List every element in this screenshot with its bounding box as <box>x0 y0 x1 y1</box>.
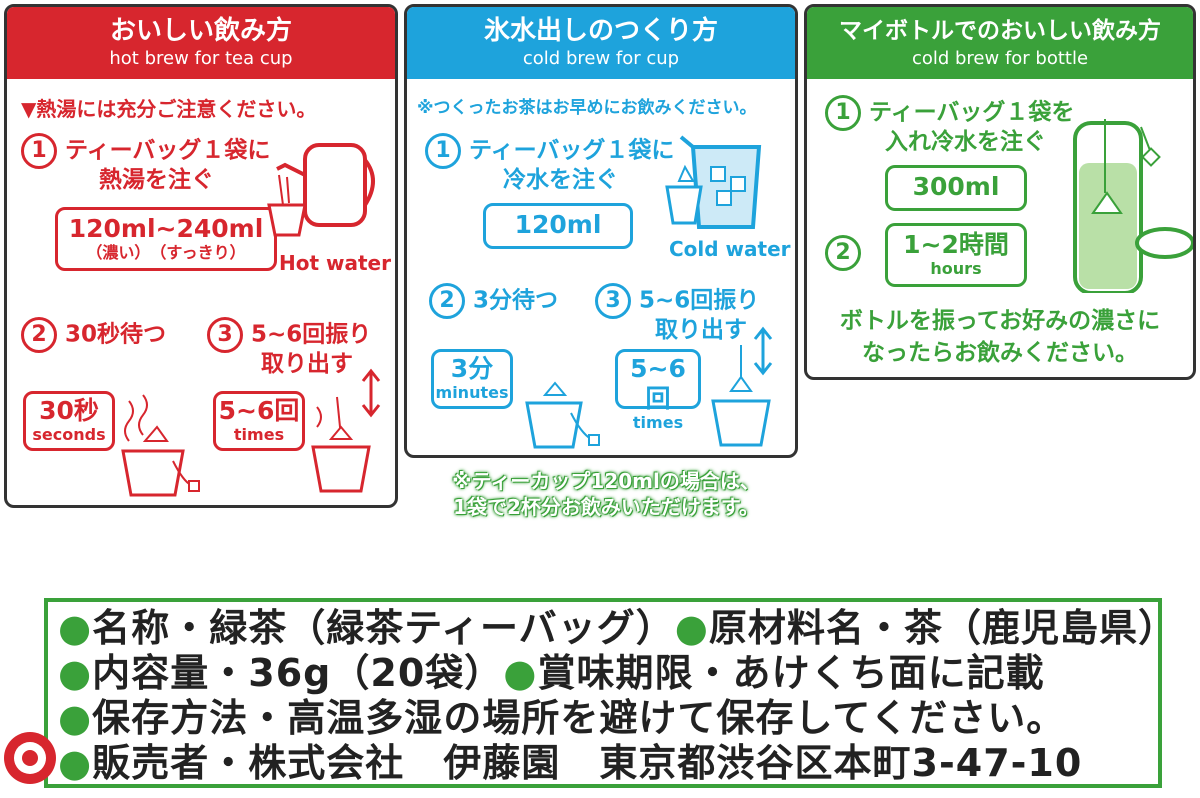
hot-amount-value: 120ml~240ml <box>68 214 264 243</box>
cold-step1-number: 1 <box>425 133 461 169</box>
bottle-amount-box: 300ml <box>885 165 1027 211</box>
brand-logo-icon <box>4 732 56 784</box>
cold-wait-unit: minutes <box>435 383 509 402</box>
hot-amount-box: 120ml~240ml （濃い） （すっきり） <box>55 207 277 271</box>
cold-shake-value: 5~6回 <box>630 354 686 413</box>
hot-brew-panel: おいしい飲み方 hot brew for tea cup ▼熱湯には充分ご注意く… <box>4 4 398 508</box>
cold-shake-box: 5~6回 times <box>615 349 701 432</box>
label-line-name: ●名称・緑茶（緑茶ティーバッグ）●原材料名・茶（鹿児島県） <box>58 606 1178 650</box>
cold-footnote-line1: ※ティーカップ120mlの場合は、 <box>452 469 760 493</box>
bottle-step1-line1: ティーバッグ１袋を <box>869 99 1075 126</box>
cold-brew-subtitle: cold brew for cup <box>522 48 680 69</box>
cold-note: ※つくったお茶はお早めにお飲みください。 <box>417 98 757 118</box>
cold-step3-line1: 5~6回振り <box>639 287 760 314</box>
cold-step1: 1 ティーバッグ１袋に <box>425 133 674 169</box>
hot-shake-unit: times <box>233 425 285 444</box>
bottle-step2-number: 2 <box>825 235 861 271</box>
cold-pitcher-illustration <box>665 135 762 229</box>
cold-step2-text: 3分待つ <box>473 287 559 314</box>
cold-amount-value: 120ml <box>514 210 602 239</box>
hot-wait-unit: seconds <box>32 425 106 444</box>
hot-cup-shake-icon <box>311 368 381 493</box>
hot-shake-value: 5~6回 <box>218 396 300 425</box>
hot-step3-number: 3 <box>207 317 243 353</box>
cold-footnote-line2: 1袋で2杯分お飲みいただけます。 <box>453 495 759 519</box>
hot-step2-text: 30秒待つ <box>65 321 167 348</box>
cold-shake-unit: times <box>632 413 684 432</box>
hot-brew-title: おいしい飲み方 <box>109 16 292 46</box>
hot-brew-header: おいしい飲み方 hot brew for tea cup <box>7 7 395 79</box>
hot-step3-line1: 5~6回振り <box>251 321 372 348</box>
hot-wait-box: 30秒 seconds <box>23 391 115 451</box>
bottle-instruction-line1: ボトルを振ってお好みの濃さに <box>839 308 1161 334</box>
hot-step1-line2: 熱湯を注ぐ <box>99 167 214 193</box>
cold-cup-icon <box>525 381 600 449</box>
bottle-brew-subtitle: cold brew for bottle <box>911 48 1089 69</box>
bottle-brew-header: マイボトルでのおいしい飲み方 cold brew for bottle <box>807 7 1193 79</box>
hot-amount-note: （濃い） （すっきり） <box>86 243 246 262</box>
bottle-step2-number-wrap: 2 <box>825 235 869 271</box>
product-label-box: ●名称・緑茶（緑茶ティーバッグ）●原材料名・茶（鹿児島県） ●内容量・36g（2… <box>44 598 1178 788</box>
cold-amount-box: 120ml <box>483 203 633 249</box>
hot-step2: 2 30秒待つ <box>21 317 166 353</box>
bottle-amount-value: 300ml <box>912 172 1000 201</box>
cold-step3: 3 5~6回振り <box>595 283 759 319</box>
bottle-step1-number: 1 <box>825 95 861 131</box>
hot-caution: ▼熱湯には充分ご注意ください。 <box>21 97 317 121</box>
cold-footnote: ※ティーカップ120mlの場合は、 1袋で2杯分お飲みいただけます。 <box>412 468 800 520</box>
bottle-step1: 1 ティーバッグ１袋を <box>825 95 1074 131</box>
bottle-time-unit: hours <box>930 259 982 278</box>
cold-water-label: Cold water <box>669 237 791 261</box>
cold-brew-panel: 氷水出しのつくり方 cold brew for cup ※つくったお茶はお早めに… <box>404 4 798 458</box>
bottle-step1-line2: 入れ冷水を注ぐ <box>885 129 1046 155</box>
bottle-instruction-line2: なったらお飲みください。 <box>862 340 1138 366</box>
hot-step1-number: 1 <box>21 133 57 169</box>
hot-step1: 1 ティーバッグ１袋に <box>21 133 270 169</box>
bottle-instruction: ボトルを振ってお好みの濃さに なったらお飲みください。 <box>807 305 1193 369</box>
hot-step3: 3 5~6回振り <box>207 317 371 353</box>
hot-cup-steam-icon <box>121 394 200 497</box>
hot-step2-number: 2 <box>21 317 57 353</box>
hot-kettle-illustration <box>267 143 375 237</box>
cold-step2: 2 3分待つ <box>429 283 558 319</box>
cold-brew-title: 氷水出しのつくり方 <box>483 16 718 46</box>
cold-step3-line2: 取り出す <box>655 317 747 343</box>
hot-water-label: Hot water <box>279 251 391 275</box>
label-line-storage: ●保存方法・高温多湿の場所を避けて保存してください。 <box>58 696 1066 740</box>
bottle-brew-title: マイボトルでのおいしい飲み方 <box>839 18 1161 44</box>
cold-wait-box: 3分 minutes <box>431 349 513 409</box>
bottle-brew-panel: マイボトルでのおいしい飲み方 cold brew for bottle 1 ティー… <box>804 4 1196 380</box>
cold-step1-line1: ティーバッグ１袋に <box>469 137 675 164</box>
cold-step1-line2: 冷水を注ぐ <box>503 167 618 193</box>
cold-cup-shake-icon <box>711 326 773 447</box>
bottle-time-box: 1~2時間 hours <box>885 223 1027 287</box>
label-line-seller: ●販売者・株式会社 伊藤園 東京都渋谷区本町3-47-10 <box>58 741 1083 785</box>
label-line-content: ●内容量・36g（20袋）●賞味期限・あけくち面に記載 <box>58 651 1045 695</box>
bottle-illustration <box>1073 119 1193 293</box>
bottle-time-value: 1~2時間 <box>903 230 1009 259</box>
cold-wait-value: 3分 <box>450 354 494 383</box>
cold-step3-number: 3 <box>595 283 631 319</box>
hot-brew-subtitle: hot brew for tea cup <box>109 48 293 69</box>
hot-shake-box: 5~6回 times <box>213 391 305 451</box>
hot-step3-line2: 取り出す <box>261 351 353 377</box>
hot-wait-value: 30秒 <box>39 396 99 425</box>
cold-brew-header: 氷水出しのつくり方 cold brew for cup <box>407 7 795 79</box>
cold-step2-number: 2 <box>429 283 465 319</box>
hot-step1-line1: ティーバッグ１袋に <box>65 137 271 164</box>
